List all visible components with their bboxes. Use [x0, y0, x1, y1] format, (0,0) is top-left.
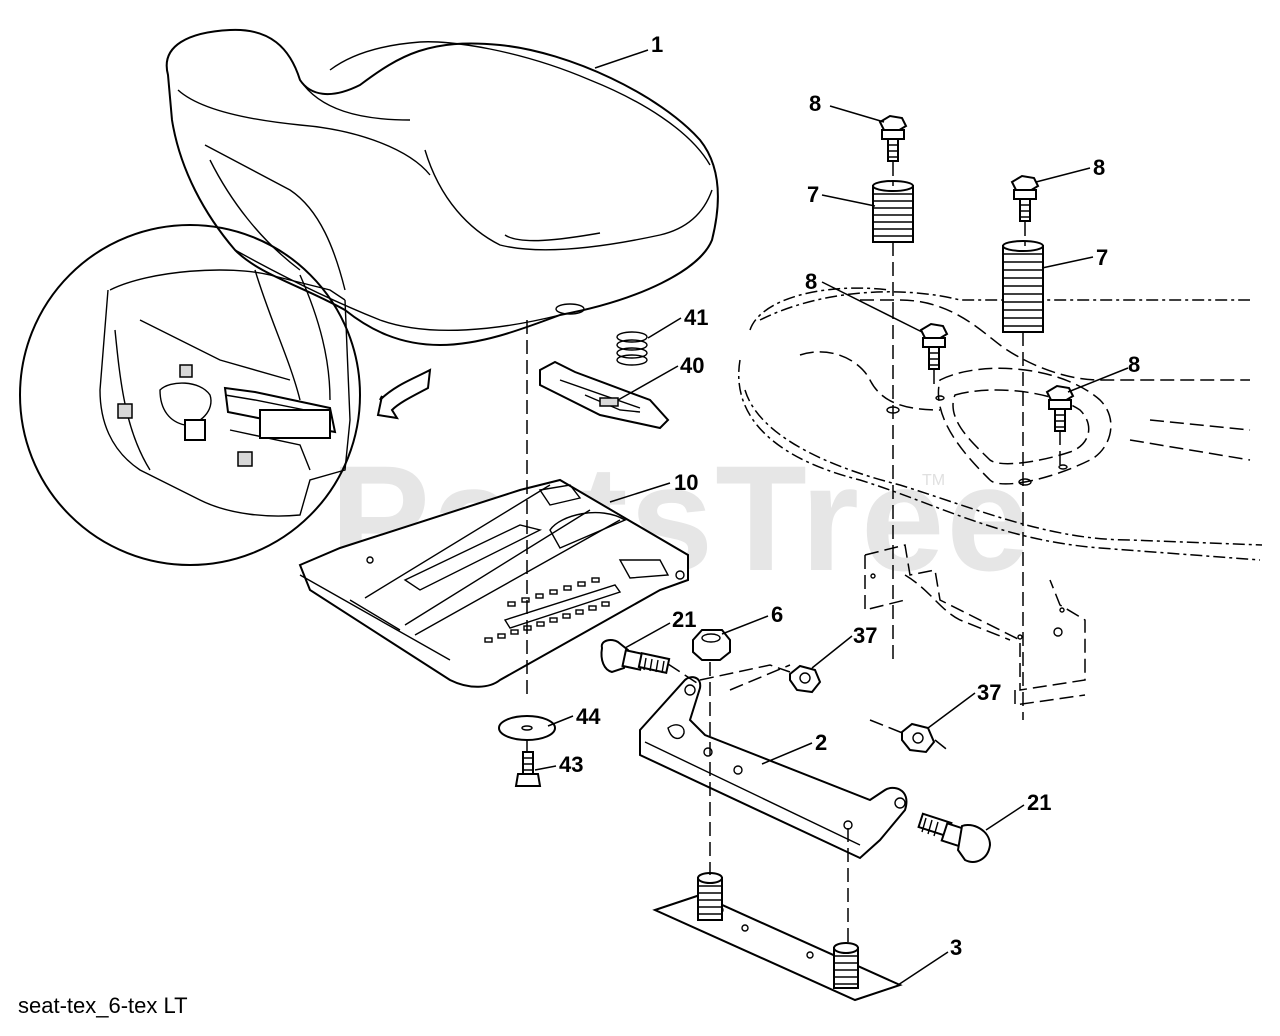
diagram-caption: seat-tex_6-tex LT	[18, 993, 188, 1018]
stud-left	[697, 872, 723, 921]
bolt-21-right	[917, 812, 992, 863]
nut-37-a	[789, 664, 822, 694]
inset-detail	[19, 224, 432, 566]
spring-7-left	[872, 180, 914, 243]
callout-8: 8	[1128, 352, 1140, 377]
bracket-2	[639, 676, 908, 860]
watermark-trademark: TM	[922, 472, 945, 489]
callout-10: 10	[674, 470, 698, 495]
callout-8: 8	[809, 91, 821, 116]
callout-40: 40	[680, 353, 704, 378]
assembly-lines	[526, 162, 1068, 945]
callout-6: 6	[771, 602, 783, 627]
switch-plate-40	[539, 360, 670, 430]
leader-lines	[534, 49, 1129, 986]
stud-right	[833, 942, 859, 989]
callout-2: 2	[815, 730, 827, 755]
callout-21: 21	[1027, 790, 1051, 815]
plate-3	[652, 872, 903, 1002]
nut-37-b	[901, 722, 936, 754]
callout-37: 37	[977, 680, 1001, 705]
seat	[165, 28, 719, 347]
callout-21: 21	[672, 607, 696, 632]
callout-3: 3	[950, 935, 962, 960]
washer-44	[498, 715, 556, 741]
callout-37: 37	[853, 623, 877, 648]
callout-8: 8	[805, 269, 817, 294]
spring-41	[616, 331, 648, 366]
callouts: 1 8 7 8 7 8 8 41 40 10 21 6 37 37 44 43 …	[559, 32, 1140, 960]
callout-8: 8	[1093, 155, 1105, 180]
nut-6	[692, 629, 731, 661]
spring-7-right	[1002, 240, 1044, 333]
callout-41: 41	[684, 305, 708, 330]
callout-7: 7	[807, 182, 819, 207]
bolt-21-left	[600, 639, 671, 674]
callout-44: 44	[576, 704, 601, 729]
seat-pan-10	[298, 478, 689, 688]
callout-7: 7	[1096, 245, 1108, 270]
callout-43: 43	[559, 752, 583, 777]
bolt-8-c	[919, 322, 949, 370]
bolt-8-a	[878, 114, 908, 162]
bolt-8-d	[1045, 384, 1075, 432]
bolt-8-b	[1010, 174, 1040, 222]
tractor-frame	[738, 287, 1263, 706]
callout-1: 1	[651, 32, 663, 57]
screw-43	[514, 751, 542, 787]
